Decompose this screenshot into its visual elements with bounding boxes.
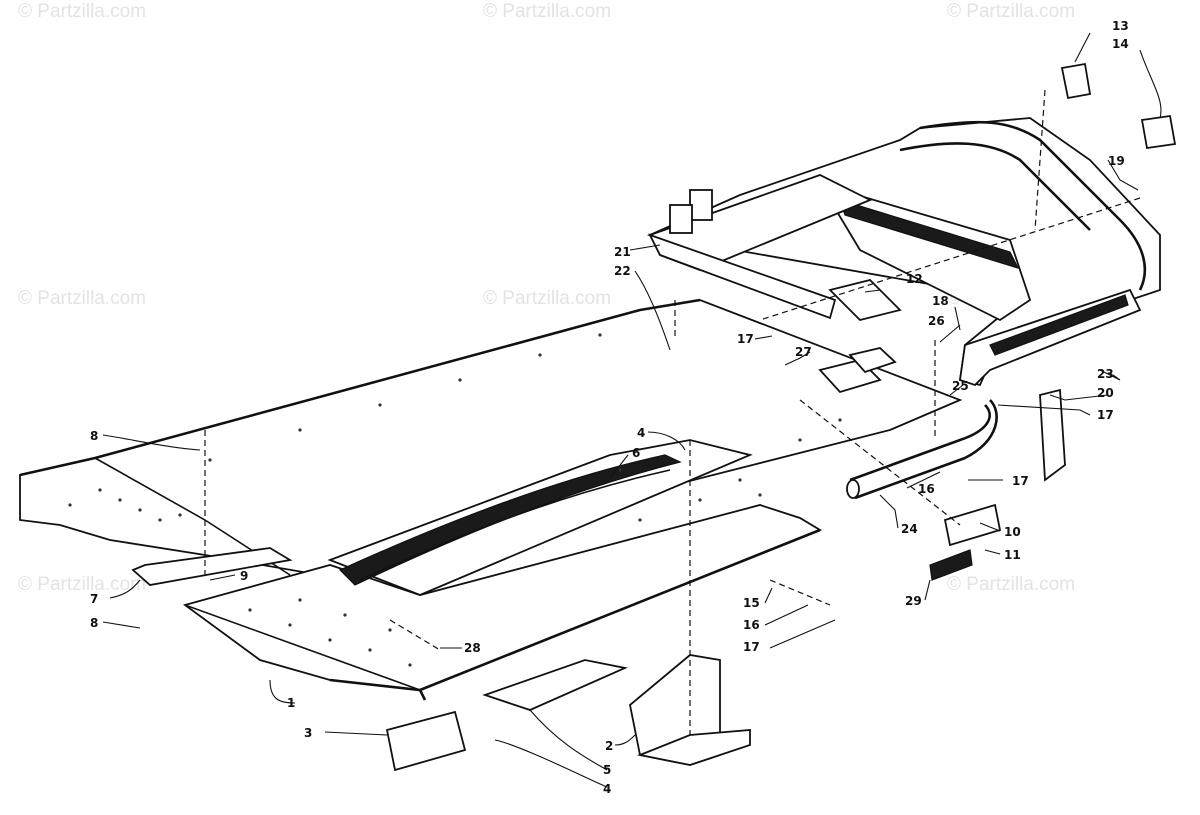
- callout-4-top: 4: [637, 426, 645, 440]
- callout-8-top: 8: [90, 429, 98, 443]
- callout-12: 12: [906, 272, 923, 286]
- callout-13: 13: [1112, 19, 1129, 33]
- callout-5: 5: [603, 763, 611, 777]
- callout-8-bottom: 8: [90, 616, 98, 630]
- callout-4-bottom: 4: [603, 782, 611, 796]
- callout-26: 26: [928, 314, 945, 328]
- watermark-top-center: © Partzilla.com: [483, 1, 611, 22]
- callout-28: 28: [464, 641, 481, 655]
- callout-23: 23: [1097, 367, 1114, 381]
- rivet-holes: [68, 333, 842, 667]
- callout-7: 7: [90, 592, 98, 606]
- callout-16-bottom: 16: [743, 618, 760, 632]
- callout-19: 19: [1108, 154, 1125, 168]
- watermark-low-right: © Partzilla.com: [947, 574, 1075, 595]
- watermark-mid-left: © Partzilla.com: [18, 288, 146, 309]
- watermark-top-right: © Partzilla.com: [947, 1, 1075, 22]
- assembly-lines: [204, 89, 1141, 735]
- callout-9: 9: [240, 569, 248, 583]
- callout-22: 22: [614, 264, 631, 278]
- callout-17-bumper: 17: [1097, 408, 1114, 422]
- callout-20: 20: [1097, 386, 1114, 400]
- watermark-low-left: © Partzilla.com: [18, 574, 146, 595]
- callout-24: 24: [901, 522, 918, 536]
- callout-10: 10: [1004, 525, 1021, 539]
- callout-6: 6: [632, 446, 640, 460]
- callout-29: 29: [905, 594, 922, 608]
- watermark-mid-center: © Partzilla.com: [483, 288, 611, 309]
- callout-11: 11: [1004, 548, 1021, 562]
- callout-2: 2: [605, 739, 613, 753]
- callout-labels: 1 2 3 4 4 5 6 7 8 8 9 10 11 12 13 14 15 …: [90, 19, 1129, 796]
- callout-27: 27: [795, 345, 812, 359]
- callout-18: 18: [932, 294, 949, 308]
- callout-3: 3: [304, 726, 312, 740]
- callout-25: 25: [952, 379, 969, 393]
- callout-1: 1: [287, 696, 295, 710]
- watermark-top-left: © Partzilla.com: [18, 1, 146, 22]
- callout-17-hitch: 17: [1012, 474, 1029, 488]
- callout-14: 14: [1112, 37, 1129, 51]
- tunnel-deck: [19, 298, 963, 701]
- callout-17-left: 17: [737, 332, 754, 346]
- callout-15: 15: [743, 596, 760, 610]
- callout-21: 21: [614, 245, 631, 259]
- leader-lines: [102, 32, 1162, 788]
- rear-bumper-frame: [385, 62, 1177, 772]
- callout-17-bottom: 17: [743, 640, 760, 654]
- callout-16-right: 16: [918, 482, 935, 496]
